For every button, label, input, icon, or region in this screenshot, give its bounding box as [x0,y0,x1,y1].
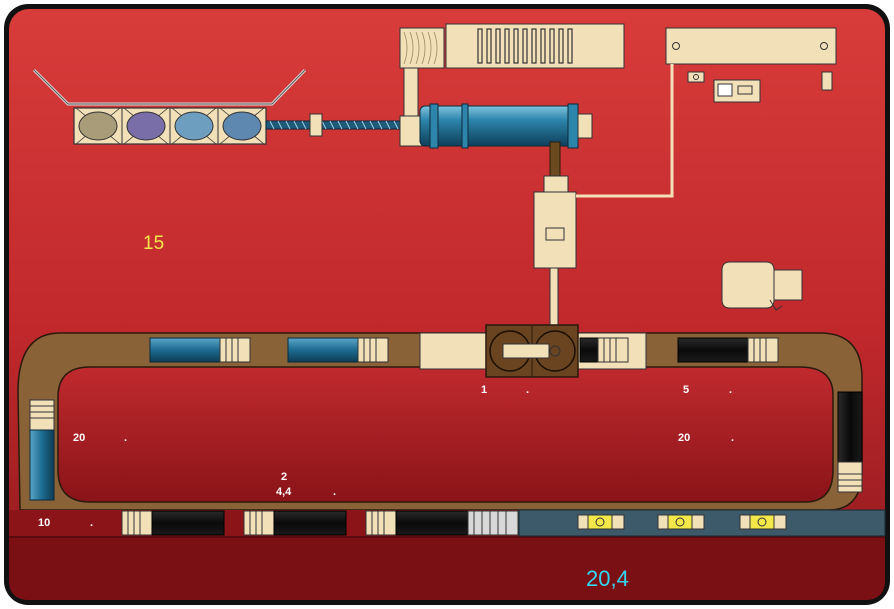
top-machine [399,23,625,147]
carrier-bottom-1 [121,510,225,536]
label-station-1-dot: . [526,384,529,396]
label-left-20-dot: . [124,432,127,444]
carrier-dark-right [837,391,863,493]
carrier-bottom-2 [243,510,347,536]
label-right-20: 20 [678,432,690,444]
carrier-dark-station [579,337,629,363]
blue-cylinder [419,103,593,179]
label-station-5-dot: . [729,384,732,396]
yellow-item-1 [577,514,625,530]
label-bottom-10-dot: . [90,517,93,529]
label-station-1: 1 [481,384,487,396]
motor-box [721,261,803,311]
control-cabinet [576,27,837,198]
label-floor-204: 20,4 [586,566,629,591]
floor-edge [9,535,885,538]
yellow-item-2 [657,514,705,530]
label-right-20-dot: . [731,432,734,444]
label-mid-2: 2 [281,471,287,483]
label-mid-44: 4,4 [276,486,292,498]
screw-conveyor [265,113,407,137]
yellow-item-3 [739,514,787,530]
carrier-dark-top-right [677,337,779,363]
hopper [32,68,307,145]
carrier-blue-1 [149,337,251,363]
carrier-blue-left [29,399,55,501]
label-station-5: 5 [683,384,689,396]
carrier-blue-2 [287,337,389,363]
loop-inner-area [57,366,834,503]
press-column [533,175,577,337]
label-mid-44-dot: . [333,486,336,498]
label-left-20: 20 [73,432,85,444]
label-bottom-10: 10 [38,517,50,529]
floor-area [9,537,885,600]
label-area-15: 15 [143,233,164,254]
carrier-bottom-3 [365,510,519,536]
